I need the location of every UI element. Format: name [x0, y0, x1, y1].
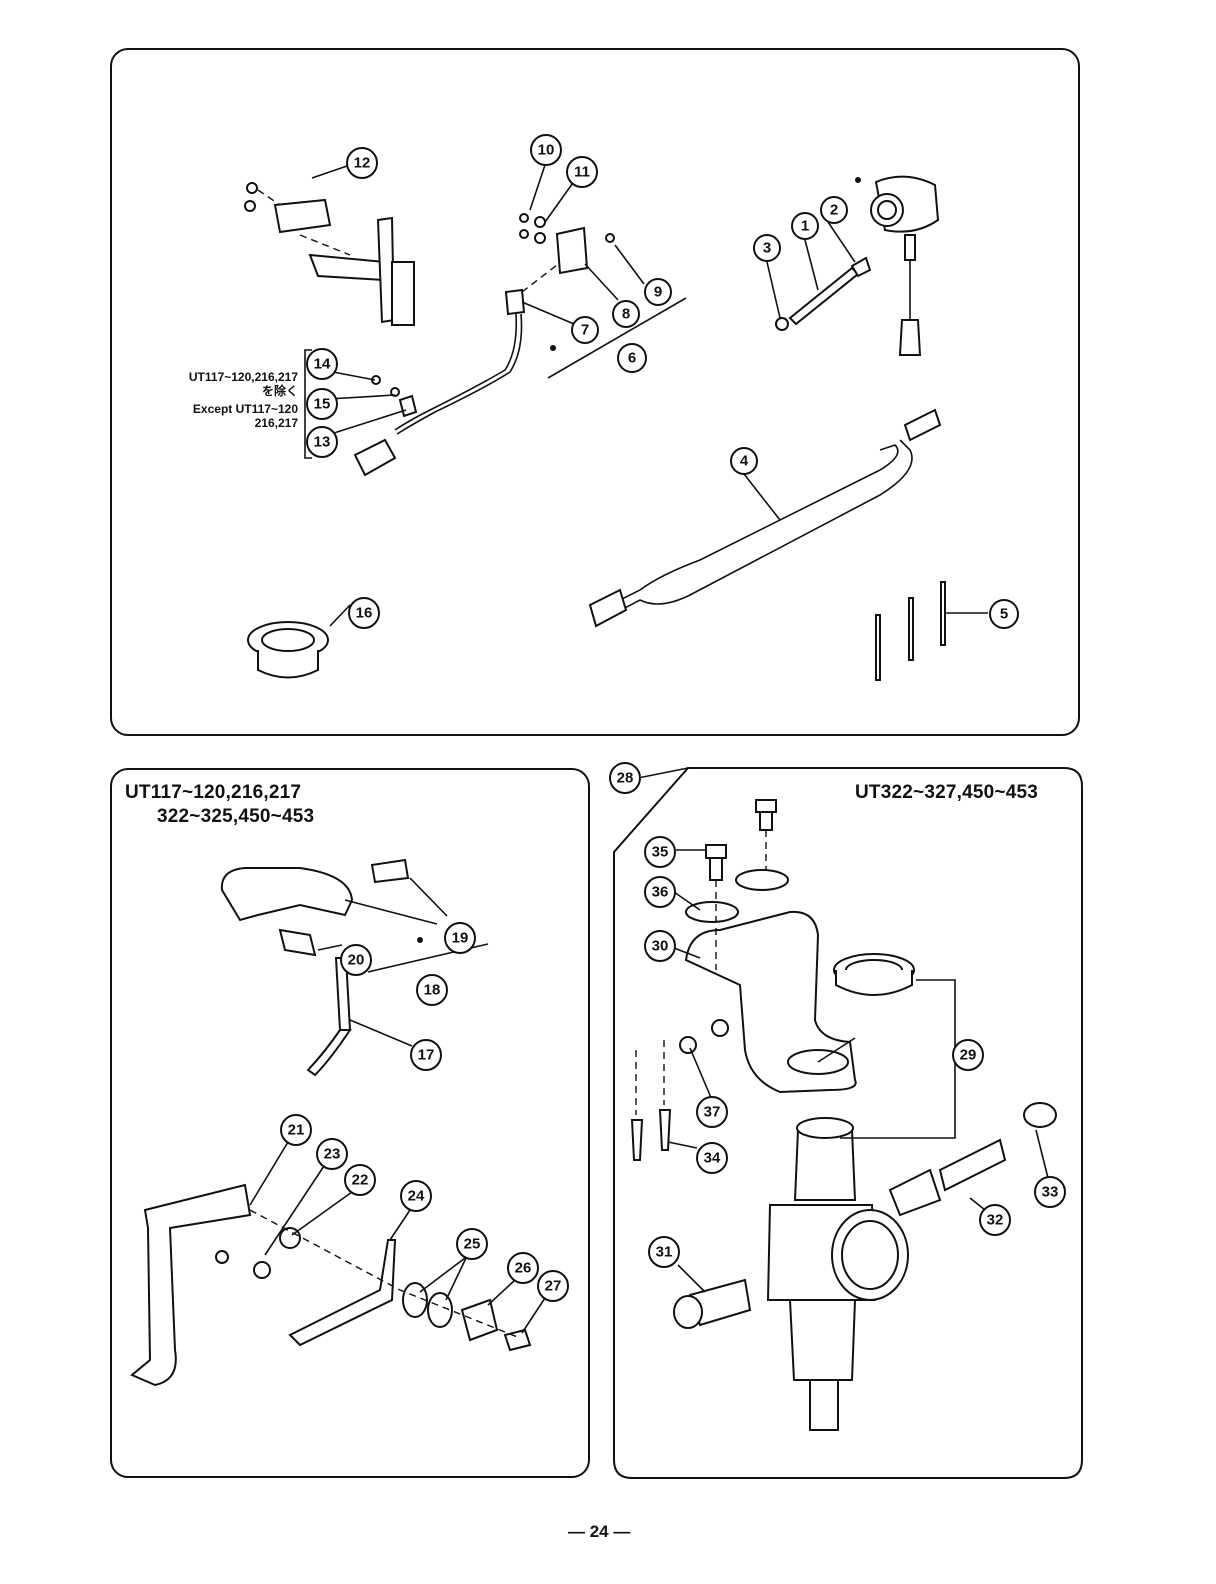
callout-9: 9 — [645, 279, 671, 305]
callout-1: 1 — [792, 213, 818, 239]
callout-6: 6 — [618, 344, 646, 372]
svg-text:21: 21 — [288, 1122, 305, 1139]
callout-12: 12 — [347, 148, 377, 178]
note-except: Except UT117~120 216,217 — [150, 402, 298, 430]
svg-text:33: 33 — [1042, 1184, 1059, 1201]
svg-text:27: 27 — [545, 1278, 562, 1295]
bottom-left-models-line1: UT117~120,216,217 — [125, 782, 301, 804]
callout-22: 22 — [345, 1165, 375, 1195]
svg-text:34: 34 — [704, 1150, 721, 1167]
callout-16: 16 — [349, 598, 379, 628]
bracket-assembly-12 — [245, 183, 414, 325]
svg-text:28: 28 — [617, 770, 634, 787]
svg-text:20: 20 — [348, 952, 365, 969]
svg-text:13: 13 — [314, 434, 331, 451]
svg-text:30: 30 — [652, 938, 669, 955]
callout-21: 21 — [281, 1115, 311, 1145]
svg-text:11: 11 — [574, 164, 590, 181]
callout-28: 28 — [610, 763, 640, 793]
callout-27: 27 — [538, 1271, 568, 1301]
svg-text:35: 35 — [652, 844, 669, 861]
svg-text:8: 8 — [622, 306, 630, 323]
svg-text:6: 6 — [628, 350, 636, 367]
callout-35: 35 — [645, 837, 675, 867]
bottom-left-models-line2: 322~325,450~453 — [157, 806, 314, 828]
callout-13: 13 — [307, 427, 337, 457]
callout-25: 25 — [457, 1229, 487, 1259]
svg-text:2: 2 — [830, 202, 838, 219]
callout-36: 36 — [645, 877, 675, 907]
bushing-16 — [248, 622, 328, 678]
svg-text:17: 17 — [418, 1047, 435, 1064]
callout-30: 30 — [645, 931, 675, 961]
callout-26: 26 — [508, 1253, 538, 1283]
svg-text:10: 10 — [538, 142, 555, 159]
callout-19: 19 — [445, 923, 475, 953]
svg-text:19: 19 — [452, 930, 469, 947]
callout-29: 29 — [953, 1040, 983, 1070]
svg-text:36: 36 — [652, 884, 669, 901]
callout-2: 2 — [821, 197, 847, 223]
svg-text:26: 26 — [515, 1260, 532, 1277]
svg-text:18: 18 — [424, 982, 441, 999]
svg-text:9: 9 — [654, 284, 662, 301]
callout-5: 5 — [990, 600, 1018, 628]
callout-37: 37 — [697, 1097, 727, 1127]
svg-text:3: 3 — [763, 240, 771, 257]
callout-10: 10 — [531, 135, 561, 165]
page-number: — 24 — — [568, 1522, 630, 1542]
svg-text:4: 4 — [740, 453, 749, 470]
svg-text:14: 14 — [314, 356, 331, 373]
svg-text:24: 24 — [408, 1188, 425, 1205]
callout-24: 24 — [401, 1181, 431, 1211]
svg-text:7: 7 — [581, 322, 589, 339]
callout-11: 11 — [567, 157, 597, 187]
callout-32: 32 — [980, 1205, 1010, 1235]
svg-text:16: 16 — [356, 605, 373, 622]
svg-text:23: 23 — [324, 1146, 341, 1163]
svg-text:29: 29 — [960, 1047, 977, 1064]
leader-lines — [250, 165, 1048, 1333]
callout-18: 18 — [417, 975, 447, 1005]
svg-text:31: 31 — [656, 1244, 673, 1261]
callout-17: 17 — [411, 1040, 441, 1070]
callout-23: 23 — [317, 1139, 347, 1169]
pins-5 — [876, 582, 988, 680]
note-jp: UT117~120,216,217 を除く — [150, 370, 298, 398]
callout-3: 3 — [754, 235, 780, 261]
callout-8: 8 — [613, 301, 639, 327]
regulator-assembly — [632, 800, 1056, 1430]
callout-31: 31 — [649, 1237, 679, 1267]
callout-20: 20 — [341, 945, 371, 975]
callout-4: 4 — [731, 448, 757, 474]
callout-33: 33 — [1035, 1177, 1065, 1207]
svg-text:15: 15 — [314, 396, 331, 413]
svg-text:25: 25 — [464, 1236, 481, 1253]
svg-text:32: 32 — [987, 1212, 1004, 1229]
lever-assembly-21-27 — [132, 1185, 530, 1385]
callout-14: 14 — [307, 349, 337, 379]
svg-text:37: 37 — [704, 1104, 721, 1121]
svg-text:5: 5 — [1000, 606, 1008, 623]
svg-text:12: 12 — [354, 155, 371, 172]
callout-7: 7 — [572, 317, 598, 343]
callout-34: 34 — [697, 1143, 727, 1173]
sensor-head-assembly — [776, 177, 938, 355]
svg-text:22: 22 — [352, 1172, 369, 1189]
callout-15: 15 — [307, 389, 337, 419]
svg-text:1: 1 — [801, 218, 809, 235]
cable-4 — [590, 410, 940, 626]
bottom-right-models: UT322~327,450~453 — [855, 782, 1038, 804]
